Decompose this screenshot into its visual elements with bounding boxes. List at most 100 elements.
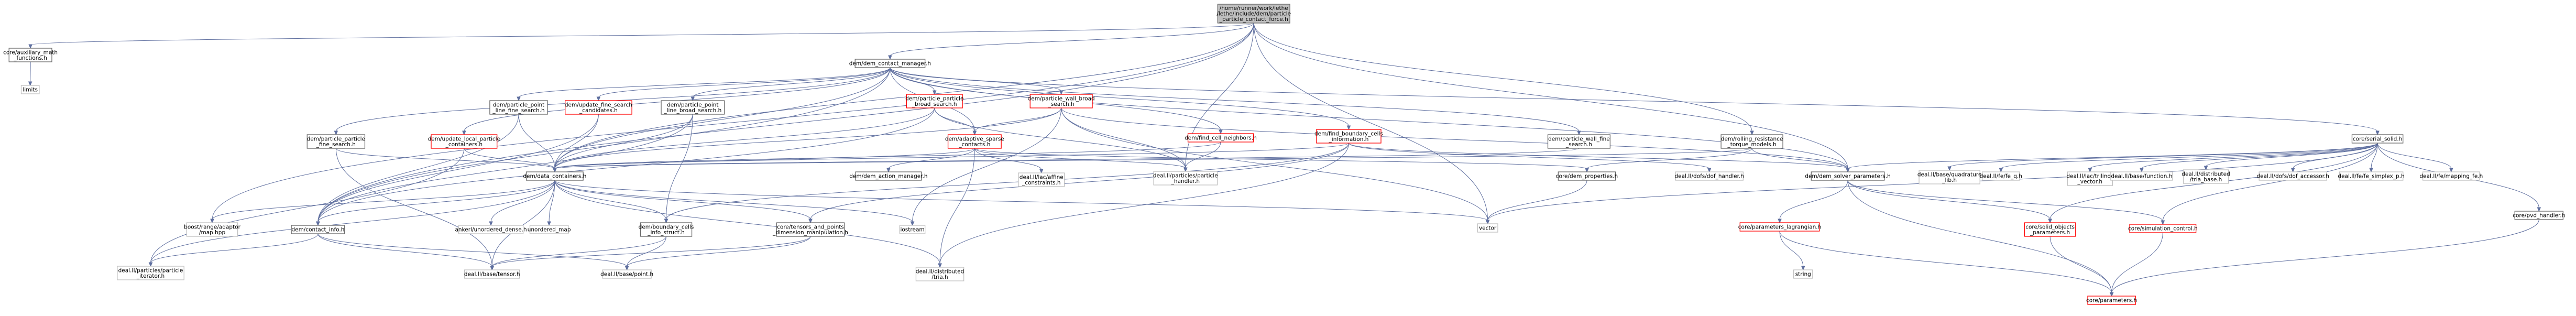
node-label-pph: deal.II/particles/particle — [1153, 172, 1218, 179]
node-box-fcn[interactable] — [1187, 133, 1254, 143]
edge-ss-to-feq — [2000, 143, 2378, 169]
node-box-dam[interactable] — [855, 171, 922, 181]
edge-dcm-to-ppfs — [518, 67, 891, 98]
node-box-rrtm[interactable] — [1720, 134, 1783, 149]
node-dam[interactable]: dem/dem_action_manager.h — [849, 171, 928, 181]
node-label-tria_base: deal.II/distributed — [2182, 171, 2230, 177]
edge-pl-to-string — [1779, 231, 1804, 267]
node-label-ppfs: _line_fine_search.h — [492, 107, 544, 114]
node-sop[interactable]: core/solid_objects_parameters.h — [2024, 222, 2076, 237]
node-box-fbci[interactable] — [1316, 129, 1382, 144]
node-pl[interactable]: core/parameters_lagrangian.h — [1738, 222, 1822, 232]
node-dcm[interactable]: dem/dem_contact_manager.h — [849, 59, 931, 68]
node-aux_math[interactable]: core/auxiliary_math_functions.h — [3, 48, 58, 62]
node-box-ufsc[interactable] — [565, 100, 632, 115]
node-point: deal.II/base/point.h — [600, 269, 653, 279]
node-box-bci[interactable] — [640, 222, 693, 237]
edge-root-to-boost_map — [212, 23, 1254, 220]
edge-asc-to-tria — [939, 148, 975, 265]
node-box-dof_acc — [2259, 171, 2327, 181]
node-sc[interactable]: core/simulation_control.h — [2128, 224, 2198, 233]
node-label-rrtm: dem/rolling_resistance — [1721, 136, 1783, 142]
edge-dcm-to-ulc — [464, 67, 891, 132]
node-box-tpdm[interactable] — [776, 222, 845, 237]
node-bci[interactable]: dem/boundary_cells_info_struct.h — [639, 222, 694, 237]
node-pwbs[interactable]: dem/particle_wall_broad_search.h — [1028, 94, 1095, 108]
node-feq: deal.II/fe/fe_q.h — [1980, 171, 2022, 181]
node-pwfs[interactable]: dem/particle_wall_fine_search.h — [1547, 134, 1610, 149]
edge-dcm-to-ppfs2 — [335, 67, 891, 132]
node-box-ppbs[interactable] — [906, 94, 963, 108]
node-box-pwbs[interactable] — [1029, 94, 1093, 108]
node-box-ss[interactable] — [2351, 134, 2404, 144]
node-box-pplbs[interactable] — [661, 100, 725, 115]
node-ddc[interactable]: dem/data_containers.h — [523, 171, 586, 181]
node-asc[interactable]: dem/adaptive_sparse_contacts.h — [945, 134, 1004, 149]
node-box-dcm[interactable] — [854, 59, 926, 68]
node-label-pwbs: dem/particle_wall_broad — [1028, 95, 1095, 102]
node-root[interactable]: /home/runner/work/lethe/lethe/include/de… — [1216, 4, 1291, 24]
arrowhead-dcm-to-pplbs — [690, 96, 695, 102]
node-box-ppfs[interactable] — [489, 100, 548, 115]
node-box-asc[interactable] — [947, 134, 1002, 149]
node-box-sop[interactable] — [2024, 222, 2076, 237]
edge-dci-to-ppi — [150, 233, 319, 264]
node-ulc[interactable]: dem/update_local_particle_containers.h — [428, 134, 500, 149]
node-params[interactable]: core/parameters.h — [2086, 296, 2137, 305]
node-box-sc[interactable] — [2129, 224, 2197, 233]
node-ppfs2[interactable]: dem/particle_particle_fine_search.h — [306, 134, 366, 149]
node-dsp[interactable]: dem/dem_solver_parameters.h — [1805, 171, 1891, 181]
node-box-string — [1793, 269, 1813, 279]
node-box-ulc[interactable] — [431, 134, 498, 149]
node-label-tria: /tria.h — [931, 274, 948, 280]
node-pph: deal.II/particles/particle_handler.h — [1153, 171, 1218, 186]
node-ufsc[interactable]: dem/update_fine_search_candidates.h — [565, 100, 632, 115]
node-box-params[interactable] — [2087, 296, 2136, 305]
node-box-pwfs[interactable] — [1547, 134, 1610, 149]
node-ppfs[interactable]: dem/particle_point_line_fine_search.h — [489, 100, 548, 115]
node-dci[interactable]: dem/contact_info.h — [291, 225, 345, 234]
node-label-aux_math: _functions.h — [13, 55, 47, 61]
node-fbci[interactable]: dem/find_boundary_cells_information.h — [1314, 129, 1383, 144]
node-tria_base: deal.II/distributed/tria_base.h — [2182, 169, 2230, 184]
node-dp[interactable]: core/dem_properties.h — [1556, 171, 1618, 181]
arrowhead-ddc-to-ankerl — [489, 221, 493, 226]
node-ss[interactable]: core/serial_solid.h — [2351, 134, 2404, 144]
edge-dcm-to-dsp — [890, 67, 1848, 169]
node-tpdm[interactable]: core/tensors_and_points_dimension_manipu… — [772, 222, 848, 237]
node-label-affine: deal.II/lac/affine — [1020, 174, 1064, 180]
node-box-dp[interactable] — [1558, 171, 1616, 181]
node-pvd[interactable]: core/pvd_handler.h — [2513, 211, 2565, 220]
node-label-ulc: _containers.h — [445, 141, 483, 148]
node-ppbs[interactable]: dem/particle_particle_broad_search.h — [905, 94, 963, 108]
node-label-tpdm: core/tensors_and_points — [777, 224, 844, 230]
node-label-string: string — [1795, 271, 1811, 278]
arrowhead-ddc-to-boost_map — [210, 219, 214, 224]
node-box-ddc[interactable] — [525, 171, 584, 181]
edge-dcm-to-dci — [317, 67, 891, 223]
arrowhead-dcm-to-ufsc — [596, 96, 601, 102]
node-box-pvd[interactable] — [2514, 211, 2564, 220]
arrowhead-pvd-to-params — [2109, 292, 2114, 297]
node-box-dsp[interactable] — [1811, 171, 1885, 181]
node-fcn[interactable]: dem/find_cell_neighbors.h — [1185, 133, 1257, 143]
edge-pplbs-to-dci — [317, 114, 693, 223]
arrowhead-dcm-to-ppbs — [932, 90, 937, 95]
node-box-dci[interactable] — [291, 225, 345, 234]
node-label-pplbs: dem/particle_point — [667, 102, 719, 108]
node-pplbs[interactable]: dem/particle_point_line_broad_search.h — [661, 100, 725, 115]
node-box-root[interactable] — [1217, 4, 1290, 24]
node-box-dofh — [1675, 171, 1744, 181]
node-label-bci: _info_struct.h — [647, 230, 685, 236]
node-vector: vector — [1477, 223, 1498, 233]
edge-layer — [28, 23, 2541, 297]
arrowhead-ss-to-feq — [1999, 168, 2003, 173]
node-box-pl[interactable] — [1739, 222, 1820, 232]
edge-ulc-to-ddc — [464, 148, 555, 169]
node-rrtm[interactable]: dem/rolling_resistance_torque_models.h — [1720, 134, 1783, 149]
edge-asc-to-pph — [974, 148, 1186, 169]
node-box-aux_math[interactable] — [8, 48, 52, 62]
node-box-ppfs2[interactable] — [306, 134, 366, 149]
node-quad: deal.II/base/quadrature_lib.h — [1917, 170, 1981, 184]
